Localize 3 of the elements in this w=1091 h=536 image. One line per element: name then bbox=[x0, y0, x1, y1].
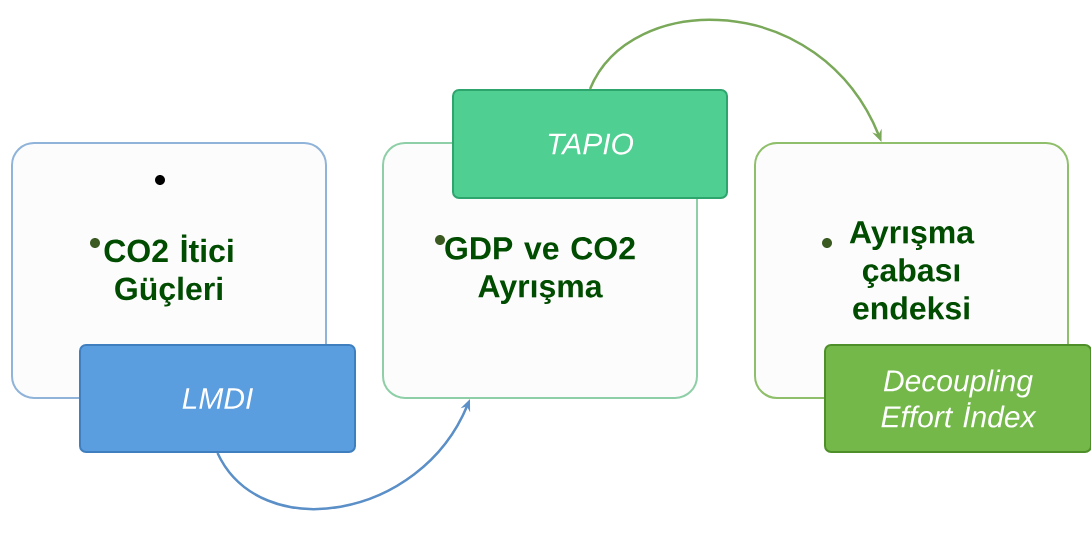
label-tab: Decoupling Effort İndex bbox=[824, 344, 1091, 453]
label-tab: LMDI bbox=[79, 344, 356, 453]
label-tab: TAPIO bbox=[452, 89, 728, 199]
